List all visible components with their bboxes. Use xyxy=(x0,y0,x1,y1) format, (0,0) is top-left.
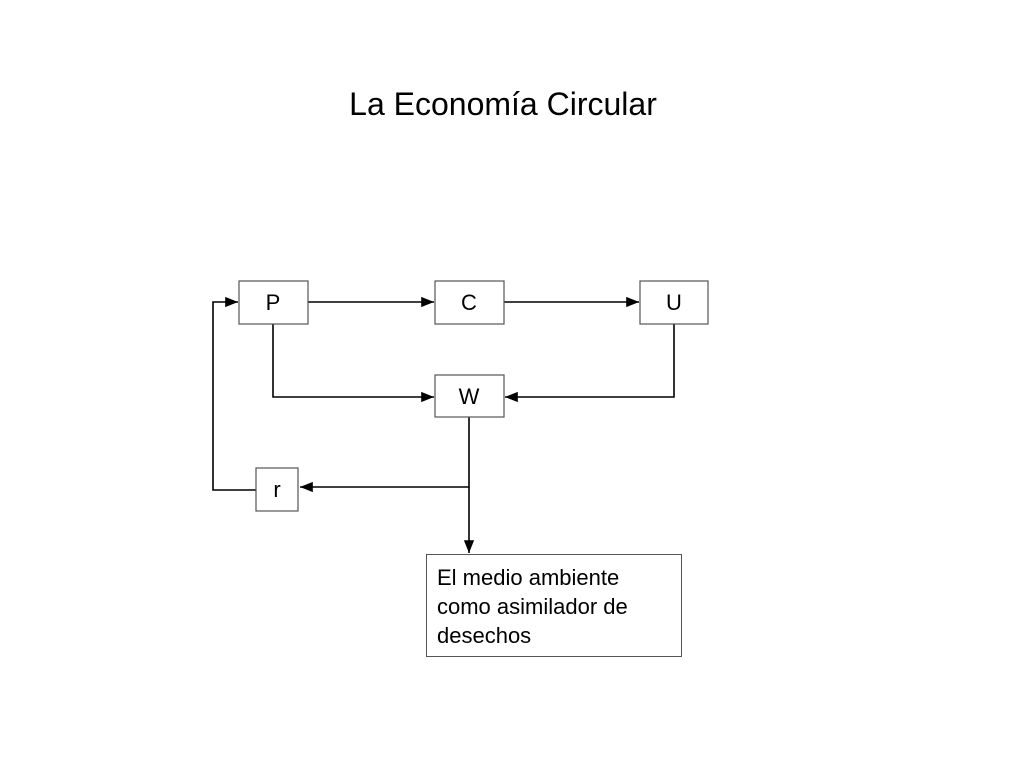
environment-box: El medio ambiente como asimilador de des… xyxy=(426,554,682,657)
node-c: C xyxy=(434,280,505,325)
node-w: W xyxy=(434,374,505,418)
edge-u-to-w xyxy=(504,324,675,403)
node-p-label: P xyxy=(266,290,281,315)
node-r-label: r xyxy=(273,477,280,502)
node-r: r xyxy=(255,467,299,512)
environment-line-1: El medio ambiente xyxy=(437,565,620,590)
environment-line-3: desechos xyxy=(437,623,532,648)
edge-p-to-w xyxy=(272,324,434,403)
node-w-label: W xyxy=(459,384,480,409)
environment-line-2: como asimilador de xyxy=(437,594,628,619)
diagram-title: La Economía Circular xyxy=(349,86,657,122)
edge-r-to-p xyxy=(212,296,256,491)
node-c-label: C xyxy=(461,290,477,315)
edge-w-to-r xyxy=(300,417,470,493)
node-u-label: U xyxy=(666,290,682,315)
node-u: U xyxy=(639,280,709,325)
node-p: P xyxy=(238,280,309,325)
